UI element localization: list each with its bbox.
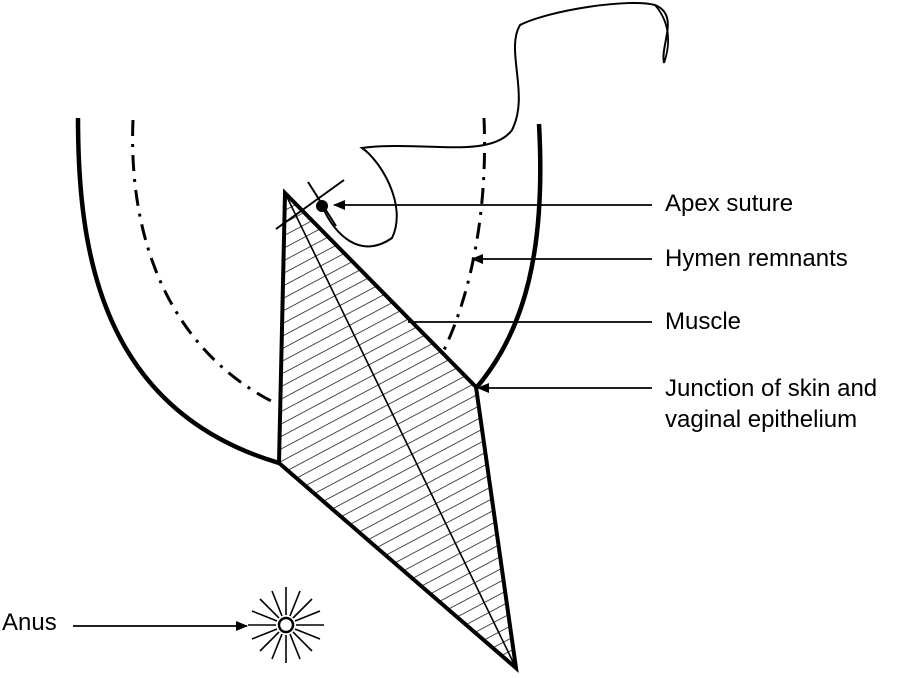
wound-inner-fold-line bbox=[284, 192, 517, 669]
hymen-remnants-left bbox=[131, 119, 276, 405]
suture-thread bbox=[321, 2, 669, 248]
muscle-label: Muscle bbox=[665, 308, 742, 335]
suture-thread-loop bbox=[654, 4, 670, 64]
hymen-remnants-label: Hymen remnants bbox=[665, 245, 848, 272]
anus-icon bbox=[248, 587, 324, 663]
junction-label-line1: Junction of skin and bbox=[665, 375, 878, 402]
introitus-right-outline bbox=[475, 123, 543, 389]
anus-label: Anus bbox=[2, 609, 57, 636]
incision-wound bbox=[276, 188, 519, 674]
apex-suture-label: Apex suture bbox=[665, 190, 794, 217]
introitus-left-outline bbox=[75, 117, 280, 466]
hymen-remnants-right bbox=[442, 117, 486, 351]
apex-suture-knot bbox=[316, 200, 328, 212]
suture-cross-2 bbox=[275, 179, 345, 230]
junction-label-line2: vaginal epithelium bbox=[665, 406, 858, 433]
